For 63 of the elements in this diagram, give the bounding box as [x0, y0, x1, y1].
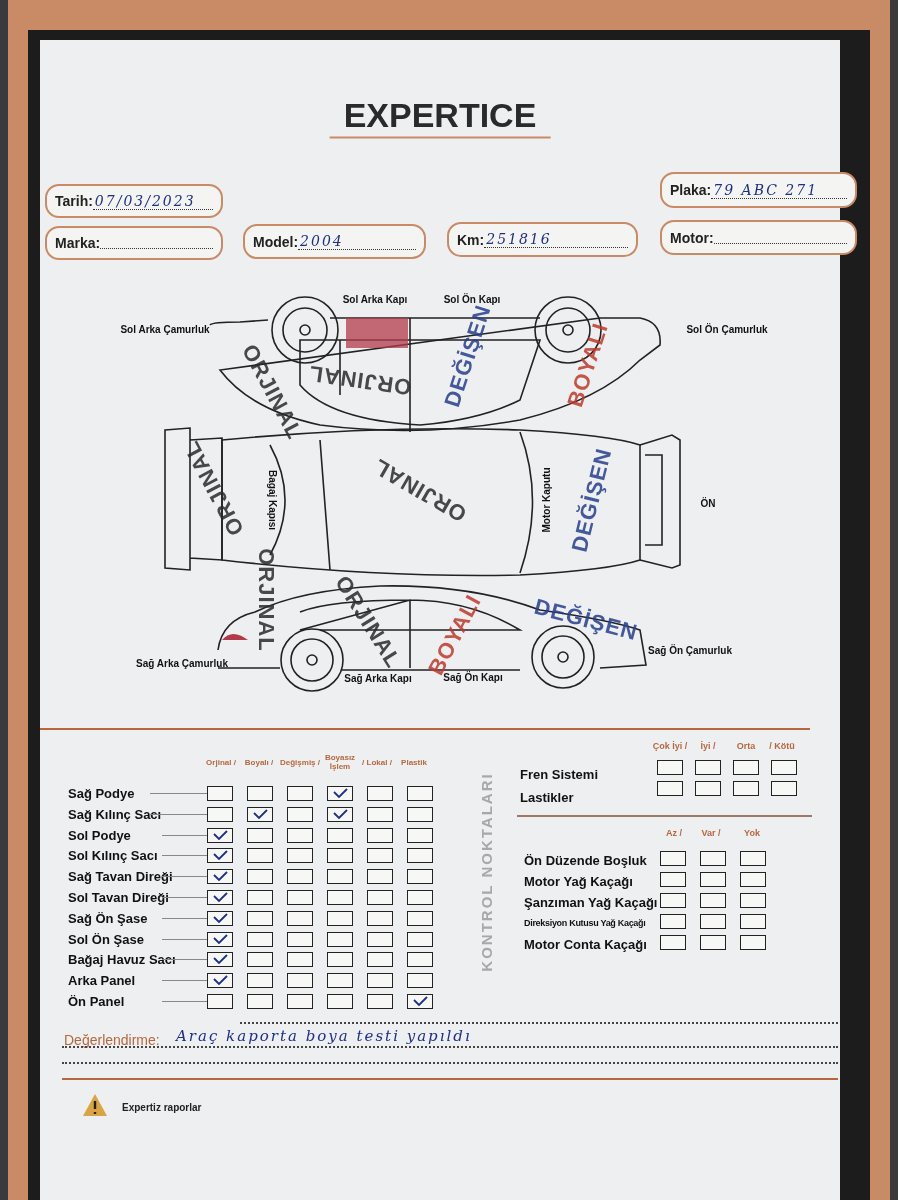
column-header: Boyasız İşlem	[323, 753, 357, 771]
part-label: Sol Arka Kapı	[342, 293, 408, 305]
handwritten-note: Araç kaporta boya testi yapıldı	[176, 1027, 472, 1045]
column-header: Orta	[736, 741, 756, 751]
row-label: Sağ Ön Şase	[68, 910, 148, 926]
handwritten-entry: 07/03/2023	[92, 192, 213, 210]
row-label: Direksiyon Kutusu Yağ Kaçağı	[524, 918, 646, 928]
column-header: Boyalı /	[244, 757, 274, 767]
row-label: Sağ Kılınç Sacı	[68, 806, 162, 822]
section-title: KONTROL NOKTALARI	[477, 772, 495, 972]
field-label: Plaka:	[670, 182, 712, 198]
part-label: Sol Ön Çamurluk	[686, 323, 768, 335]
handwritten-entry: 2004	[298, 233, 416, 250]
column-header: / Lokal /	[362, 757, 392, 767]
row-label: Lastikler	[520, 789, 574, 805]
form-field	[45, 226, 223, 260]
form-field	[660, 172, 857, 208]
form-field	[660, 220, 857, 255]
part-label: Sağ Arka Kapı	[344, 672, 412, 684]
column-header: Yok	[744, 828, 760, 838]
row-label: Fren Sistemi	[520, 766, 599, 782]
part-label: Sol Ön Kapı	[443, 293, 501, 305]
field-label: Tarih:	[55, 193, 93, 209]
part-label: Sağ Arka Çamurluk	[136, 657, 228, 669]
handwritten-entry: 251816	[484, 231, 628, 248]
field-label: Marka:	[55, 235, 101, 251]
part-label: Bagaj Kapısı	[266, 470, 278, 530]
field-label: Model:	[253, 233, 299, 250]
column-header: Plastik	[401, 757, 427, 767]
column-header: Var /	[701, 828, 721, 838]
field-label: Değerlendirme:	[64, 1032, 160, 1048]
row-label: Sol Kılınç Sacı	[68, 847, 158, 863]
row-label: Motor Conta Kaçağı	[524, 936, 647, 952]
form-field	[45, 184, 223, 218]
column-header: Orjinal /	[206, 757, 236, 767]
row-label: Sağ Tavan Direği	[68, 868, 173, 884]
stamp-text: ORJINAL	[306, 359, 414, 401]
column-header: Değişmiş /	[280, 757, 320, 767]
column-header: İyi /	[700, 741, 716, 751]
note-text: Expertiz raporlar	[122, 1101, 202, 1113]
stamp-text: ORJINAL	[253, 548, 279, 652]
field-label: Motor:	[670, 229, 714, 246]
part-label: Sağ Ön Çamurluk	[648, 644, 732, 656]
field-label: Km:	[457, 231, 485, 248]
row-label: Sağ Podye	[68, 785, 135, 801]
form-field	[243, 224, 426, 259]
part-label: ÖN	[700, 497, 716, 509]
part-label: Sol Arka Çamurluk	[120, 323, 210, 335]
part-label: Motor Kaputu	[540, 467, 552, 533]
row-label: Ön Panel	[68, 993, 125, 1009]
row-label: Sol Podye	[68, 827, 131, 843]
column-header: / Kötü	[769, 741, 795, 751]
row-label: Motor Yağ Kaçağı	[524, 873, 633, 889]
form-title: EXPERTICE	[329, 95, 551, 139]
row-label: Arka Panel	[68, 972, 136, 988]
row-label: Ön Düzende Boşluk	[524, 852, 647, 868]
row-label: Şanzıman Yağ Kaçağı	[524, 894, 658, 910]
row-label: Sol Tavan Direği	[68, 889, 169, 905]
handwritten-entry: 79 ABC 271	[711, 181, 847, 199]
column-header: Çok İyi /	[652, 741, 688, 751]
row-label: Sol Ön Şase	[68, 931, 144, 947]
column-header: Az /	[666, 828, 682, 838]
form-field	[447, 222, 638, 257]
